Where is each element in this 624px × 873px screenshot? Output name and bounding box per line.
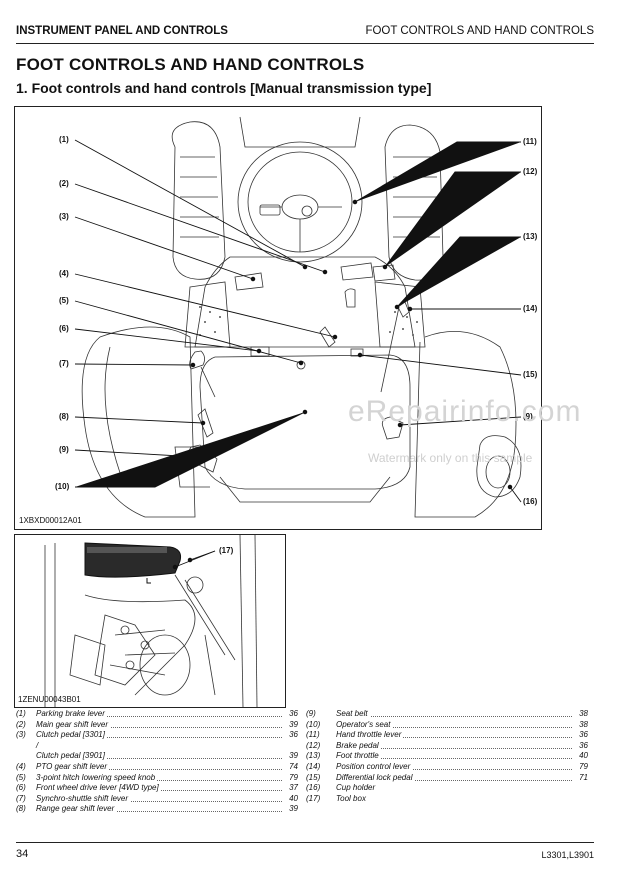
tool-box-drawing: [44, 535, 258, 707]
callout-12: (12): [523, 167, 538, 176]
list-item: (17)Tool box: [306, 793, 368, 803]
list-item: Clutch pedal [3901]39: [36, 751, 298, 761]
page-header: INSTRUMENT PANEL AND CONTROLS FOOT CONTR…: [16, 22, 594, 40]
callout-17: (17): [219, 546, 234, 555]
footer-rule: [16, 842, 594, 843]
model-label: L3301,L3901: [541, 850, 594, 860]
header-topic: FOOT CONTROLS AND HAND CONTROLS: [365, 25, 594, 37]
list-item: (16)Cup holder: [306, 783, 378, 793]
watermark-subtext: Watermark only on this sample: [368, 451, 533, 465]
callout-16: (16): [523, 497, 538, 506]
list-item: (3)Clutch pedal [3301]36: [16, 730, 298, 740]
callout-1: (1): [59, 135, 69, 144]
callout-9-right: (9): [523, 412, 533, 421]
callout-13: (13): [523, 232, 538, 241]
callout-10: (10): [55, 482, 70, 491]
callout-4: (4): [59, 269, 69, 278]
page-number: 34: [16, 848, 29, 860]
callout-8: (8): [59, 412, 69, 421]
figure-tool-box: (17) 1ZENU00043B01: [14, 534, 286, 708]
page-title: FOOT CONTROLS AND HAND CONTROLS: [16, 55, 365, 74]
callout-11: (11): [523, 137, 537, 146]
list-item: /: [36, 740, 41, 750]
callout-2: (2): [59, 179, 69, 188]
callout-9-left: (9): [59, 445, 69, 454]
figure-2-code: 1ZENU00043B01: [18, 695, 81, 704]
callout-5: (5): [59, 296, 69, 305]
callout-3: (3): [59, 212, 69, 221]
section-subtitle: 1. Foot controls and hand controls [Manu…: [16, 80, 432, 96]
list-item: (6)Front wheel drive lever [4WD type]37: [16, 783, 298, 793]
figure-tractor-cockpit: (1) (2) (3) (4) (5) (6) (7) (8) (9) (10)…: [14, 106, 542, 530]
header-rule: [16, 43, 594, 44]
callout-14: (14): [523, 304, 538, 313]
callout-7: (7): [59, 359, 69, 368]
watermark-text: eRepairinfo.com: [348, 395, 582, 428]
callout-6: (6): [59, 324, 69, 333]
callout-15: (15): [523, 370, 538, 379]
figure-code: 1XBXD00012A01: [19, 516, 82, 525]
tractor-cockpit-drawing: [74, 116, 522, 518]
header-section: INSTRUMENT PANEL AND CONTROLS: [16, 25, 228, 37]
